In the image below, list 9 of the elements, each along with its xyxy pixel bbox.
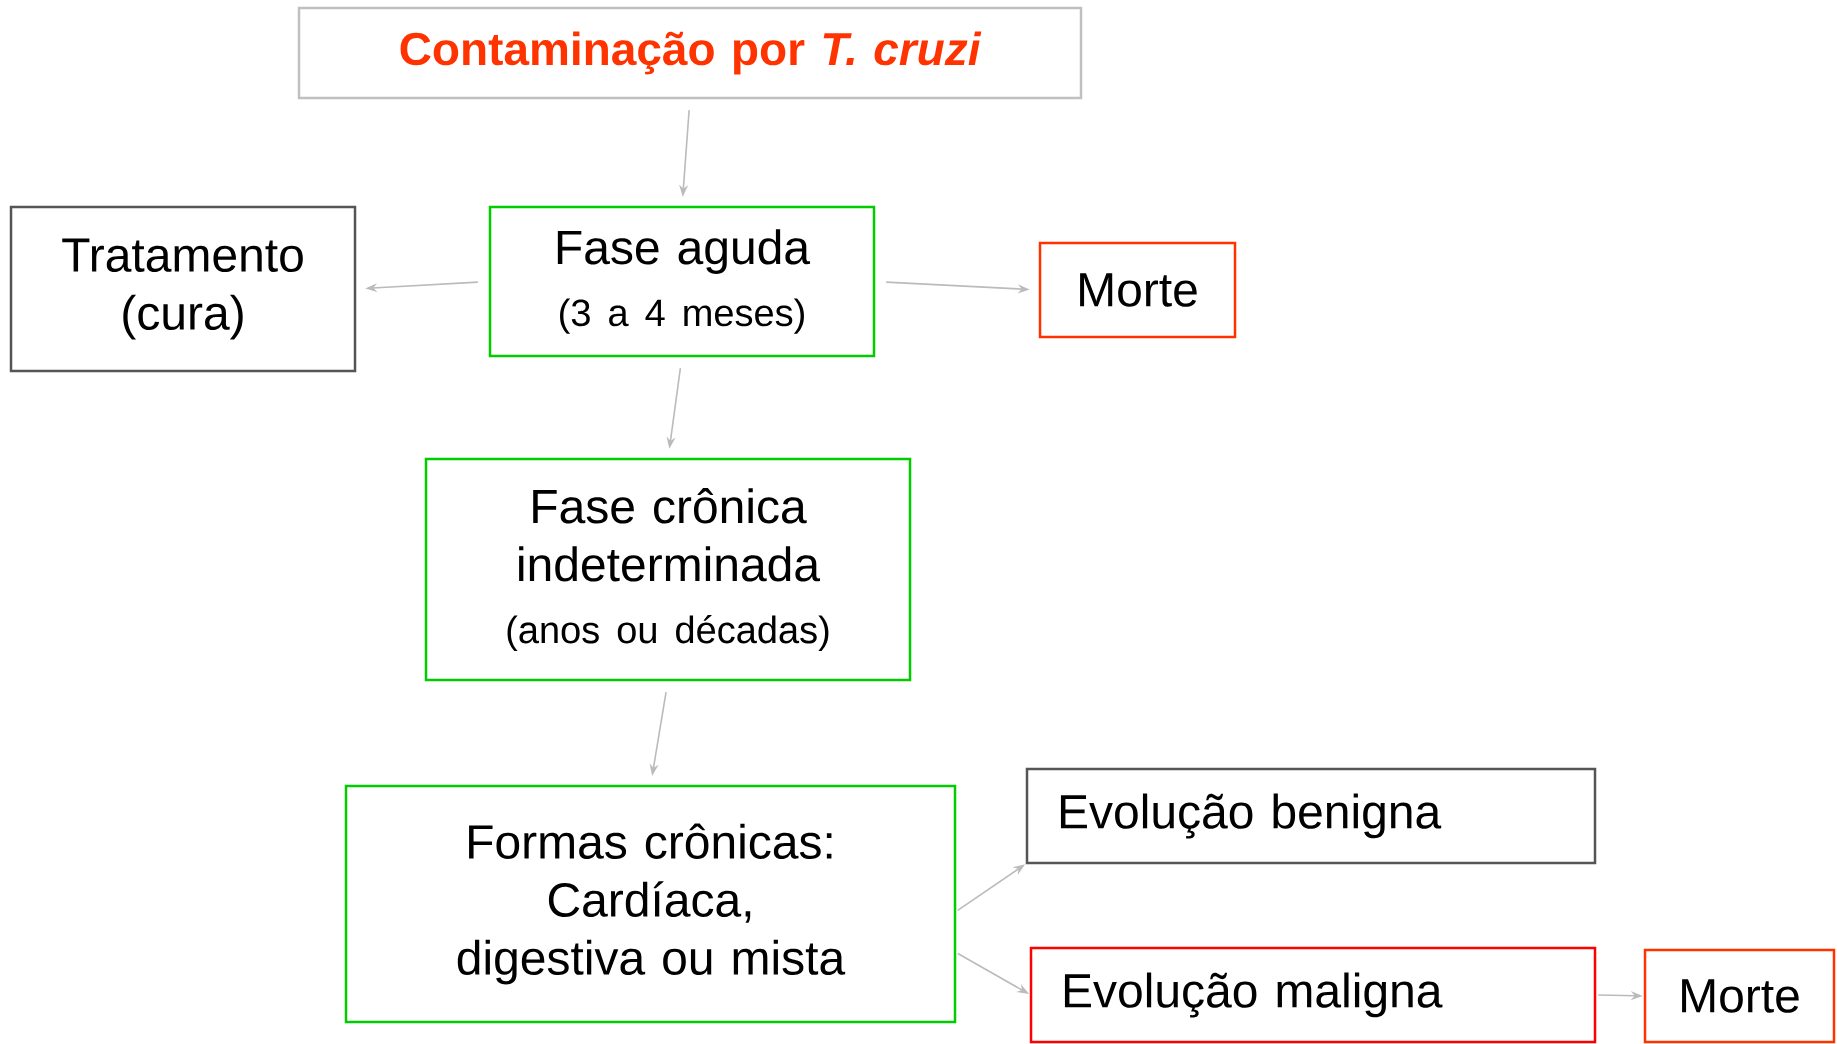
outcome-box: Evolução maligna — [1029, 946, 1597, 1044]
phase-box: Fase crônica indeterminada (anos ou décadas) — [424, 457, 912, 682]
phase-box: Fase aguda (3 a 4 meses) — [488, 205, 876, 358]
title-box: Contaminação por T. cruzi — [297, 6, 1083, 100]
outcome-box: Tratamento (cura) — [9, 205, 357, 373]
phase-box: Formas crônicas: Cardíaca, digestiva ou mista — [344, 784, 957, 1024]
outcome-box: Morte — [1038, 241, 1237, 339]
outcome-box: Morte — [1643, 948, 1836, 1044]
outcome-box: Evolução benigna — [1025, 767, 1597, 865]
